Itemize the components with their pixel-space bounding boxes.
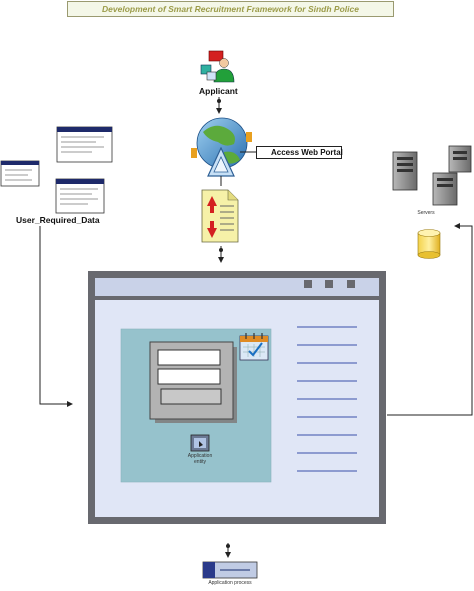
left-connector: [39, 226, 73, 407]
globe-portal-icon: [191, 117, 252, 177]
window-control-maximize: [325, 280, 333, 288]
calendar-icon: [239, 333, 269, 361]
servers-label: Servers: [417, 210, 435, 216]
server-icon: [392, 145, 472, 206]
applicant-label: Applicant: [199, 86, 238, 96]
document-transfer-icon: [201, 189, 239, 243]
diagram-title: Development of Smart Recruitment Framewo…: [67, 1, 394, 17]
application-entity-icon: [190, 434, 210, 452]
application-entity-label: Application entity: [187, 453, 213, 465]
application-process-icon: [202, 561, 258, 579]
right-connector: [387, 223, 473, 416]
application-process-label: Application process: [208, 580, 252, 586]
user-required-data-label: User_Required_Data: [16, 215, 100, 225]
window-control-minimize: [304, 280, 312, 288]
access-web-portal-label: Access Web Portal: [256, 146, 343, 159]
user-computer-icon: [200, 50, 235, 83]
database-icon: [417, 229, 441, 259]
flow-connectors: [216, 97, 231, 558]
application-window: [88, 271, 386, 524]
document-list-icon: [0, 126, 113, 214]
window-control-close: [347, 280, 355, 288]
